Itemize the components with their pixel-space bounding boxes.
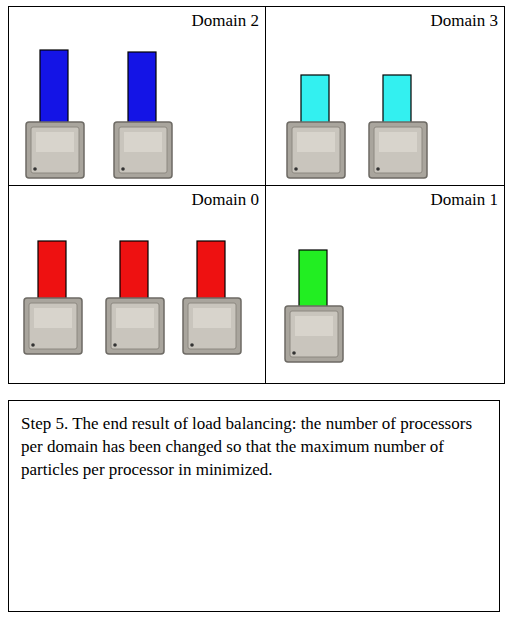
processor-chip [183, 298, 241, 354]
processor-chip [369, 122, 427, 178]
load-bar [197, 241, 225, 301]
load-bar [301, 75, 329, 125]
load-bar [299, 250, 327, 310]
processor-chip [114, 122, 172, 178]
processor-chip [24, 298, 82, 354]
load-bar [40, 50, 68, 124]
caption-box: Step 5. The end result of load balancing… [8, 400, 500, 612]
load-bar [120, 241, 148, 301]
domain-cell: Domain 2 [8, 6, 266, 186]
processor-chip [26, 122, 84, 178]
load-bar [128, 52, 156, 124]
processor-chip [287, 122, 345, 178]
domain-cell: Domain 3 [265, 6, 505, 186]
processor-chip [285, 306, 343, 362]
domain-label: Domain 1 [430, 190, 498, 210]
domain-label: Domain 2 [191, 11, 259, 31]
caption-text: Step 5. The end result of load balancing… [9, 401, 499, 490]
processor-chip [106, 298, 164, 354]
domain-label: Domain 0 [191, 190, 259, 210]
load-bar [383, 75, 411, 125]
domain-cell: Domain 1 [265, 185, 505, 384]
domain-label: Domain 3 [430, 11, 498, 31]
load-bar [38, 241, 66, 301]
domain-cell: Domain 0 [8, 185, 266, 384]
